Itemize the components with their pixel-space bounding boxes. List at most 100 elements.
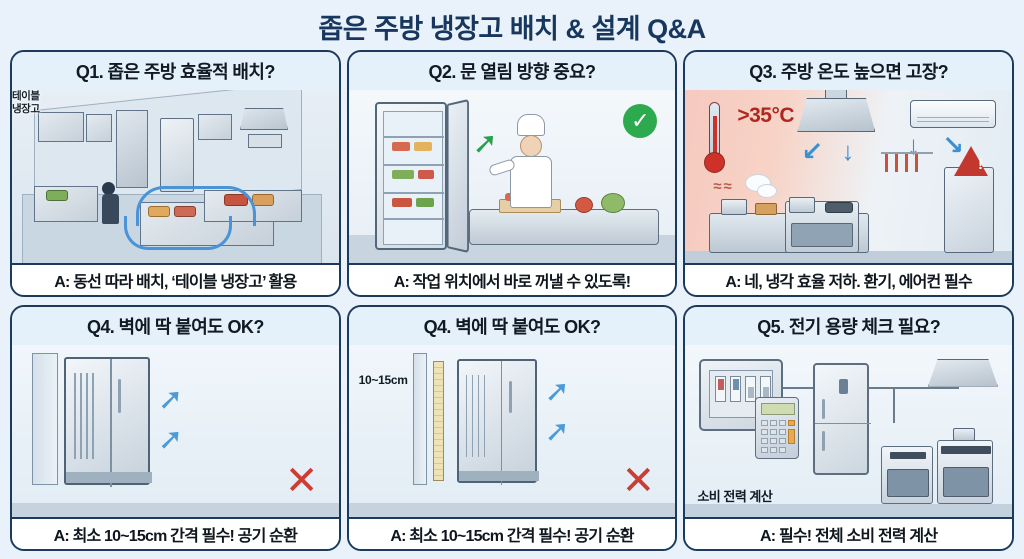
fridge-handle (508, 380, 512, 413)
cabbage (600, 192, 625, 213)
breaker-switch (745, 375, 757, 402)
prep-counter (468, 208, 659, 245)
wire (869, 386, 960, 389)
utensil-rail (881, 152, 934, 154)
airflow-arrow: ➚ (544, 414, 570, 448)
workflow-arrow (136, 186, 256, 226)
breaker-panel (699, 358, 784, 431)
range (937, 440, 994, 504)
airflow-arrow: ↓ (906, 130, 920, 160)
oven-control-panel (890, 452, 927, 459)
illustration-q4a-fridge-against-wall: ➚ ➚ ✕ (12, 344, 339, 517)
fridge (64, 356, 152, 487)
food-pan (174, 206, 196, 217)
fridge-handle (822, 398, 826, 419)
fridge (943, 166, 994, 253)
wall (412, 352, 427, 485)
answer-text-q3: A: 네, 냉각 효율 저하. 환기, 에어컨 필수 (685, 262, 1012, 295)
kitchen-staff-figure (102, 182, 119, 224)
shelf-produce (417, 170, 434, 179)
illustration-q3-hot-kitchen: >35°C ↙ ↓ ↓ ↘ ≈≈ (685, 90, 1012, 263)
airflow-arrow: ↙ (801, 136, 824, 166)
workflow-arrow (124, 216, 232, 250)
answer-text-q4b: A: 최소 10~15cm 간격 필수! 공기 순환 (348, 517, 676, 549)
fridge-door-seam (500, 360, 503, 485)
fridge-body (374, 102, 447, 250)
frying-pan (825, 201, 854, 213)
food-pan (46, 190, 68, 201)
illustration-q2-open-fridge-chef: ➚ ✓ (348, 90, 676, 263)
fridge-door-seam (110, 358, 112, 487)
warning-exclamation: ! (977, 156, 983, 173)
airflow-arrow: ➚ (158, 422, 184, 456)
floor (685, 504, 1012, 517)
warning-triangle-icon (953, 146, 988, 176)
illustration-q1-isometric-kitchen: 테이블 냉장고 (12, 90, 339, 263)
airflow-arrow: ↓ (841, 136, 855, 166)
airflow-arrow: ➚ (544, 374, 570, 408)
table-fridge-label-line1: 테이블 (12, 90, 40, 102)
page-title: 좁은 주방 냉장고 배치 & 설계 Q&A (318, 14, 706, 44)
upper-cabinet (86, 114, 112, 142)
door (116, 110, 148, 188)
power-calculation-label: 소비 전력 계산 (697, 489, 773, 504)
fridge (813, 362, 872, 475)
cooktop (941, 446, 992, 454)
question-title-q5: Q5. 전기 용량 체크 필요? (685, 306, 1012, 345)
wire (783, 386, 816, 389)
qa-card-q2[interactable]: Q2. 문 열림 방향 중요? ➚ (346, 50, 678, 297)
fridge-handle (822, 430, 826, 451)
illustration-q4b-fridge-wall-gap: 10~15cm ➚ ➚ ✕ (348, 344, 676, 517)
wire (893, 386, 896, 423)
kitchen-floor (685, 250, 1012, 263)
table-fridge-label-line2: 냉장고 (12, 103, 40, 115)
qa-card-grid: Q1. 좁은 주방 효율적 배치? (0, 50, 1024, 559)
upper-cabinet (198, 114, 232, 140)
tomato (574, 196, 593, 213)
oven-window (791, 222, 854, 247)
qa-card-q3[interactable]: Q3. 주방 온도 높으면 고장? >35°C ↙ ↓ ↓ ↘ ≈≈ (683, 50, 1014, 297)
wall (32, 352, 58, 485)
pot (953, 428, 976, 441)
table-fridge-label: 테이블 냉장고 (12, 90, 40, 116)
shelf-produce (391, 142, 410, 151)
pan (755, 202, 778, 215)
check-badge-icon: ✓ (623, 104, 658, 138)
range-hood (927, 358, 998, 387)
range-hood (797, 98, 876, 132)
illustration-q5-power-calculation: 소비 전력 계산 (685, 344, 1012, 517)
qa-card-q4b[interactable]: Q4. 벽에 딱 붙여도 OK? 10~15cm ➚ ➚ ✕ A: 최소 10~… (346, 304, 678, 551)
chef-head (519, 135, 542, 157)
food-pan (252, 194, 274, 206)
shelf-produce (415, 198, 434, 207)
question-title-q1: Q1. 좁은 주방 효율적 배치? (12, 52, 339, 90)
qa-card-q5[interactable]: Q5. 전기 용량 체크 필요? (683, 304, 1014, 551)
thermometer-mercury (712, 116, 717, 158)
chef-torso (509, 156, 552, 208)
fridge-door-seam (815, 422, 872, 425)
oven-window (887, 469, 930, 497)
calculator (755, 396, 800, 459)
x-mark-icon: ✕ (621, 459, 656, 503)
floor (348, 503, 676, 517)
fridge-interior (382, 111, 444, 245)
question-title-q4a: Q4. 벽에 딱 붙여도 OK? (12, 306, 339, 345)
fridge-handle (118, 378, 121, 413)
oven (881, 446, 934, 504)
fridge-door-open (446, 98, 469, 254)
question-title-q4b: Q4. 벽에 딱 붙여도 OK? (348, 306, 676, 345)
x-mark-icon: ✕ (284, 459, 319, 503)
qa-card-q4a[interactable]: Q4. 벽에 딱 붙여도 OK? ➚ ➚ ✕ A: 최소 10~15cm 간격 … (10, 304, 341, 551)
shelf-produce (391, 170, 414, 179)
calculator-display (761, 402, 796, 415)
utensil (885, 154, 889, 172)
shelf-produce (413, 142, 432, 151)
qa-card-q1[interactable]: Q1. 좁은 주방 효율적 배치? (10, 50, 341, 297)
oven-window (943, 467, 990, 497)
pot (721, 198, 748, 215)
utensil (895, 154, 899, 172)
steam-puff (757, 184, 778, 198)
shelf-produce (391, 198, 412, 207)
direction-arrow: ➚ (472, 127, 498, 160)
fridge (160, 118, 194, 192)
